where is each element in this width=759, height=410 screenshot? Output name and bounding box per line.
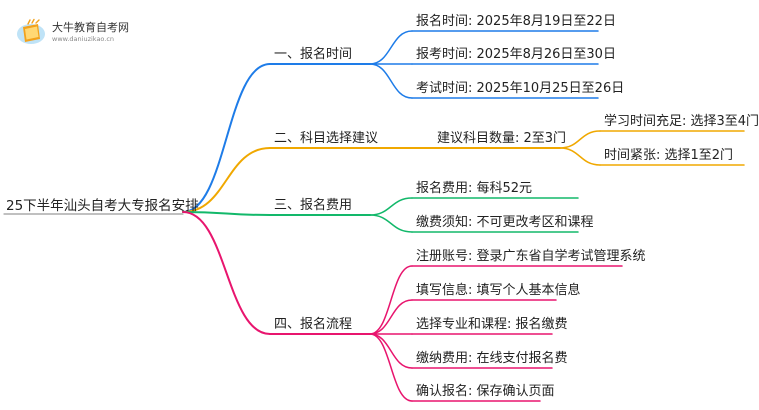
branch-2-sub-item-1: 学习时间充足: 选择3至4门 <box>604 114 759 129</box>
branch-2-link <box>182 147 271 213</box>
logo-url: www.daniuzikao.cn <box>52 35 115 43</box>
branch-4-item-1: 注册账号: 登录广东省自学考试管理系统 <box>416 249 646 264</box>
branch-4-item-4-link <box>369 333 413 369</box>
logo: 大牛教育自考网 www.daniuzikao.cn <box>16 16 156 50</box>
branch-1-item-3-link <box>369 63 413 99</box>
branch-2-item-1: 建议科目数量: 2至3门 <box>437 131 567 146</box>
branch-2-sub-item-2: 时间紧张: 选择1至2门 <box>604 148 734 163</box>
mindmap-links <box>3 30 745 402</box>
branch-4-item-3: 选择专业和课程: 报名缴费 <box>416 317 568 332</box>
branch-1-link <box>182 63 271 213</box>
logo-title: 大牛教育自考网 <box>52 21 129 34</box>
branch-4-link <box>182 211 271 335</box>
branch-3-item-1-link <box>369 197 413 216</box>
branch-3-item-1: 报名费用: 每科52元 <box>416 181 533 196</box>
branch-4-item-5: 确认报名: 保存确认页面 <box>416 384 555 399</box>
branch-3-item-2: 缴费须知: 不可更改考区和课程 <box>416 215 594 230</box>
branch-1-item-3: 考试时间: 2025年10月25日至26日 <box>416 81 625 96</box>
branch-3-item-2-link <box>369 214 413 233</box>
branch-1-item-1-link <box>369 30 413 65</box>
branch-2-sub-2-link <box>559 147 601 166</box>
branch-4-node: 四、报名流程 <box>274 317 353 332</box>
branch-4-item-4: 缴纳费用: 在线支付报名费 <box>416 351 568 366</box>
branch-1-item-1: 报名时间: 2025年8月19日至22日 <box>416 14 616 29</box>
branch-1-node: 一、报名时间 <box>274 47 353 62</box>
branch-2-node: 二、科目选择建议 <box>274 131 379 146</box>
branch-4-item-2-link <box>369 299 413 335</box>
root-node: 25下半年汕头自考大专报名安排 <box>6 198 199 214</box>
book-logo-icon <box>17 18 45 44</box>
branch-4-item-2: 填写信息: 填写个人基本信息 <box>416 283 581 298</box>
branch-2-sub-1-link <box>559 130 601 149</box>
branch-4-item-1-link <box>369 265 413 335</box>
branch-4-item-5-link <box>369 333 413 402</box>
branch-3-link <box>182 211 271 216</box>
branch-3-node: 三、报名费用 <box>274 198 353 213</box>
branch-1-item-2: 报考时间: 2025年8月26日至30日 <box>416 47 616 62</box>
